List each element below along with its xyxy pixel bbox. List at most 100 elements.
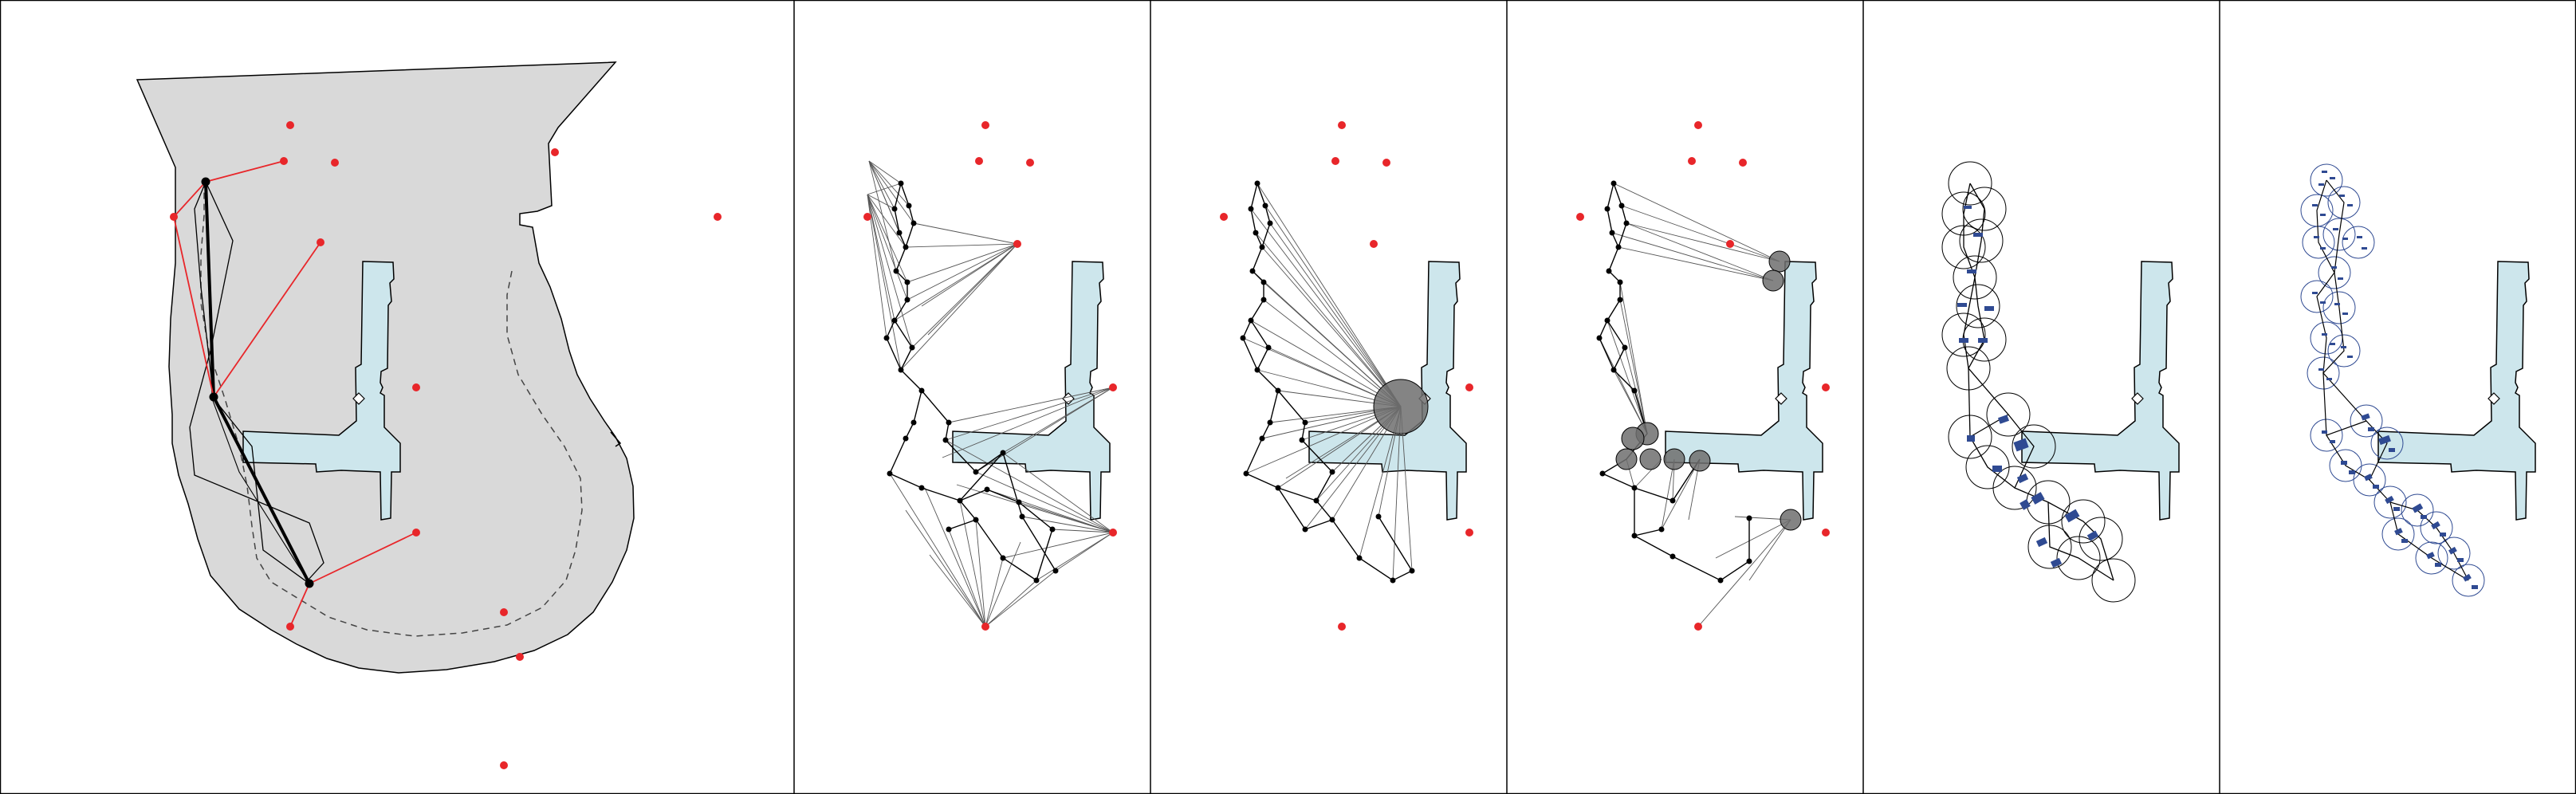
cluster-edges	[1599, 183, 1791, 627]
site-point-icon	[714, 213, 722, 221]
site-point-icon	[1739, 159, 1747, 167]
candidate-edges	[867, 160, 1114, 627]
site-point-icon	[280, 157, 288, 165]
module-block-icon	[1964, 206, 1972, 209]
panel-1-site-map	[136, 61, 722, 769]
connection-lines	[173, 160, 417, 627]
graph-node-icon	[201, 177, 210, 187]
site-point-icon	[981, 121, 989, 129]
module-block-icon	[1978, 338, 1988, 343]
connection-line	[173, 216, 214, 398]
site-point-icon	[412, 383, 420, 391]
module-block-icon	[2050, 557, 2063, 568]
module-block-icon	[2035, 537, 2048, 548]
site-point-icon	[1220, 213, 1228, 221]
site-point-icon	[1013, 240, 1021, 248]
site-point-icon	[1694, 623, 1702, 631]
site-point-icon	[412, 529, 420, 537]
panel-2-candidate-graph	[863, 121, 1117, 631]
site-point-icon	[170, 213, 178, 221]
module-block-icon	[2086, 530, 2099, 541]
graph-edges	[1963, 183, 2114, 581]
module-block-icon	[2064, 509, 2080, 523]
site-point-icon	[1382, 159, 1390, 167]
module-block-icon	[2020, 499, 2031, 510]
site-point-icon	[500, 761, 508, 769]
shore-notch	[610, 431, 622, 447]
site-point-icon	[1694, 121, 1702, 129]
site-point-icon	[1822, 529, 1830, 537]
building-footprint	[952, 261, 1111, 521]
site-point-icon	[286, 623, 294, 631]
module-block-icon	[2016, 473, 2029, 484]
cluster-marker-icon	[1373, 379, 1429, 434]
panel-3-hub-star	[1220, 121, 1473, 631]
graph-edges	[886, 183, 1056, 582]
building-footprint	[1665, 261, 1823, 521]
cluster-marker-icon	[1615, 448, 1638, 470]
site-point-icon	[1822, 383, 1830, 391]
module-block-icon	[2031, 492, 2045, 505]
panel-4-clusters	[1576, 121, 1830, 631]
site-point-icon	[1726, 240, 1734, 248]
site-point-icon	[975, 157, 983, 165]
site-point-icon	[286, 121, 294, 129]
site-point-icon	[1109, 529, 1117, 537]
site-point-icon	[500, 608, 508, 616]
graph-node-icon	[305, 579, 314, 588]
graph-edges	[1242, 183, 1413, 581]
site-point-icon	[1026, 159, 1034, 167]
dashed-boundary	[200, 182, 583, 637]
graph-node-icon	[209, 392, 218, 402]
connection-line	[213, 242, 321, 398]
module-block-icon	[1973, 233, 1983, 237]
site-point-icon	[1109, 383, 1117, 391]
site-point-icon	[1331, 157, 1339, 165]
module-blocks	[2312, 171, 2478, 589]
site-point-icon	[317, 238, 324, 246]
coverage-circles	[1941, 161, 2136, 603]
module-block-icon	[1957, 303, 1967, 307]
cluster-marker-icon	[1663, 448, 1685, 470]
site-point-icon	[1465, 383, 1473, 391]
module-block-icon	[1992, 466, 2002, 472]
graph-nodes	[1596, 180, 1752, 584]
module-block-icon	[1967, 435, 1975, 442]
site-point-icon	[1688, 157, 1696, 165]
module-block-icon	[1967, 269, 1976, 273]
graph-nodes	[883, 180, 1059, 584]
graph-nodes	[1240, 180, 1415, 584]
coverage-circles	[2300, 163, 2485, 597]
site-point-icon	[1370, 240, 1378, 248]
site-point-icon	[551, 148, 559, 156]
hub-nodes	[201, 177, 314, 588]
module-block-icon	[1959, 338, 1968, 343]
site-point-icon	[1576, 213, 1584, 221]
building-footprint	[2377, 261, 2536, 521]
star-edges	[1242, 183, 1413, 581]
cluster-marker-icon	[1780, 509, 1802, 531]
cluster-marker-icon	[1639, 448, 1662, 470]
panel-5-coverage	[1941, 161, 2180, 603]
graph-edges	[2316, 179, 2469, 581]
site-points	[170, 121, 722, 769]
cluster-marker-icon	[1621, 426, 1645, 450]
cluster-marker-icon	[1689, 450, 1711, 472]
connection-line	[173, 181, 206, 218]
site-point-icon	[981, 623, 989, 631]
site-point-icon	[1338, 121, 1346, 129]
site-point-icon	[1338, 623, 1346, 631]
module-block-icon	[2013, 438, 2029, 452]
connection-line	[309, 532, 417, 584]
site-point-icon	[331, 159, 339, 167]
connection-line	[289, 583, 310, 627]
module-block-icon	[1997, 415, 2010, 424]
site-point-icon	[1465, 529, 1473, 537]
module-block-icon	[1984, 306, 1994, 311]
connection-line	[205, 160, 285, 183]
module-blocks	[1957, 206, 2099, 568]
cluster-marker-icon	[1762, 269, 1784, 292]
site-points	[1576, 121, 1830, 631]
cluster-markers	[1615, 250, 1802, 531]
